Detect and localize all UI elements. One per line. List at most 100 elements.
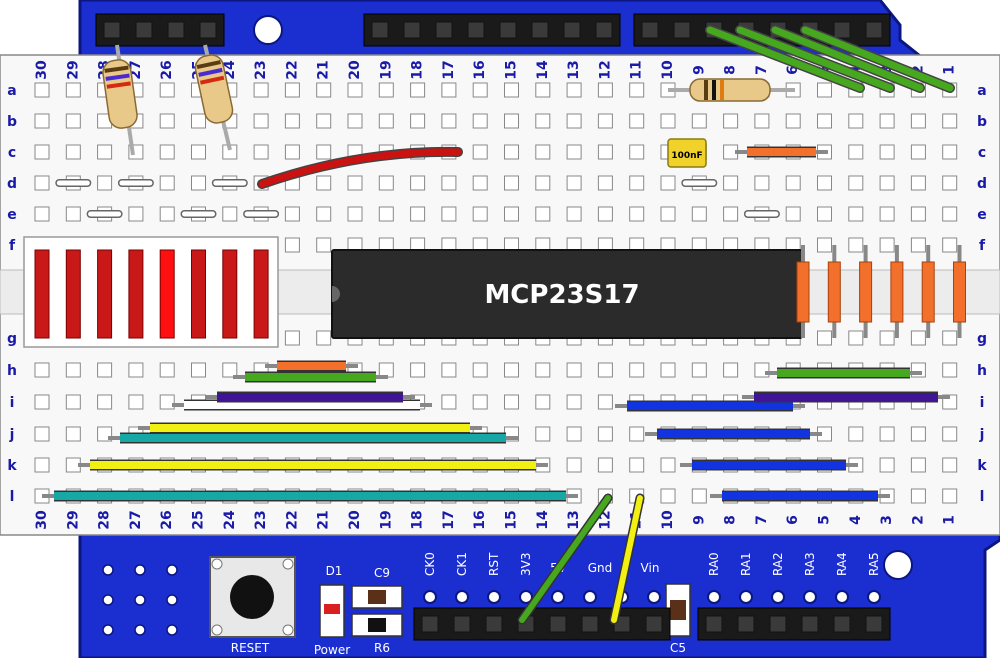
header-top-right-pin [865, 21, 883, 39]
hole [504, 394, 519, 410]
hole [65, 113, 81, 129]
header-analog-pin [769, 615, 787, 633]
hole [472, 362, 488, 378]
power-label: Power [314, 643, 350, 657]
hole [942, 330, 958, 346]
row-label-left: f [9, 238, 16, 254]
row-label-left: g [7, 331, 17, 347]
resistor-vertical-2 [194, 44, 234, 151]
header-power-pin [581, 615, 599, 633]
hole [566, 113, 582, 129]
hole [785, 175, 801, 191]
hole [504, 362, 519, 378]
hole [660, 113, 676, 129]
row-label-right: g [977, 331, 987, 347]
hole [660, 362, 676, 378]
column-label-bottom: 2 [910, 515, 926, 525]
hole [34, 144, 50, 160]
column-label-top: 1 [942, 65, 958, 75]
hole [441, 175, 457, 191]
column-label-bottom: 27 [128, 510, 144, 529]
hole [284, 82, 300, 98]
hole [848, 113, 864, 129]
pin-label: RA5 [867, 552, 881, 576]
jumper-wires [42, 25, 955, 502]
hole [597, 144, 613, 160]
row-label-right: b [977, 114, 987, 130]
header-top-left-pin [103, 21, 121, 39]
reset-button[interactable] [209, 556, 296, 638]
hole [629, 206, 645, 222]
row-label-left: j [9, 427, 15, 443]
pad [739, 590, 753, 604]
hole [441, 394, 457, 410]
hole [660, 488, 676, 504]
resistor-body [890, 261, 904, 323]
header-power-pin [485, 615, 503, 633]
hole [191, 362, 206, 378]
led-bar-segment [222, 249, 238, 339]
hole [629, 113, 645, 129]
pcb-hole [166, 564, 178, 576]
column-label-bottom: 21 [316, 510, 332, 529]
column-label-top: 11 [629, 60, 645, 79]
hole [441, 82, 457, 98]
hole [597, 426, 613, 442]
header-top-middle [363, 13, 621, 47]
mcp23s17-chip: MCP23S17 [331, 249, 803, 339]
resistor-body [796, 261, 810, 323]
header-top-left-pin [135, 21, 153, 39]
pad [803, 590, 817, 604]
hole [848, 144, 864, 160]
hole [910, 144, 926, 160]
hole [817, 330, 832, 346]
hole [723, 362, 739, 378]
hole [65, 394, 81, 410]
hole [97, 144, 113, 160]
hole [34, 362, 50, 378]
hole [691, 362, 707, 378]
hole [65, 82, 81, 98]
led-bar-segment [191, 249, 206, 339]
pcb-hole [134, 624, 146, 636]
column-label-bottom: 8 [723, 515, 739, 525]
resistor-body [953, 261, 966, 323]
hole [910, 237, 926, 253]
header-analog-pin [801, 615, 819, 633]
hole [316, 82, 332, 98]
hole [410, 113, 426, 129]
hole [97, 362, 113, 378]
hole [942, 175, 958, 191]
hole [472, 144, 488, 160]
header-analog-pin [737, 615, 755, 633]
column-label-bottom: 13 [566, 510, 582, 529]
column-label-top: 10 [660, 60, 676, 80]
hole [535, 394, 551, 410]
wire-green-diagonal [736, 26, 894, 92]
led-bar-segments [34, 249, 269, 339]
hole [347, 175, 363, 191]
hole [566, 394, 582, 410]
column-label-top: 30 [34, 60, 50, 80]
hole [566, 206, 582, 222]
hole [629, 457, 645, 473]
hole [817, 82, 832, 98]
pin-label: CK1 [455, 552, 469, 576]
header-top-right-pin [641, 21, 659, 39]
led-bar-graph [23, 236, 279, 348]
column-label-bottom: 10 [660, 510, 676, 530]
header-power-pin [453, 615, 471, 633]
column-label-top: 12 [597, 60, 613, 79]
hole [910, 330, 926, 346]
hole [316, 206, 332, 222]
header-top-right-pin [673, 21, 691, 39]
hole [942, 206, 958, 222]
column-label-bottom: 1 [942, 515, 958, 525]
column-label-bottom: 7 [754, 515, 770, 525]
hole [378, 175, 394, 191]
hole [942, 362, 958, 378]
pin-label: RST [487, 552, 501, 576]
column-label-bottom: 15 [504, 510, 520, 529]
column-label-bottom: 9 [691, 515, 707, 525]
